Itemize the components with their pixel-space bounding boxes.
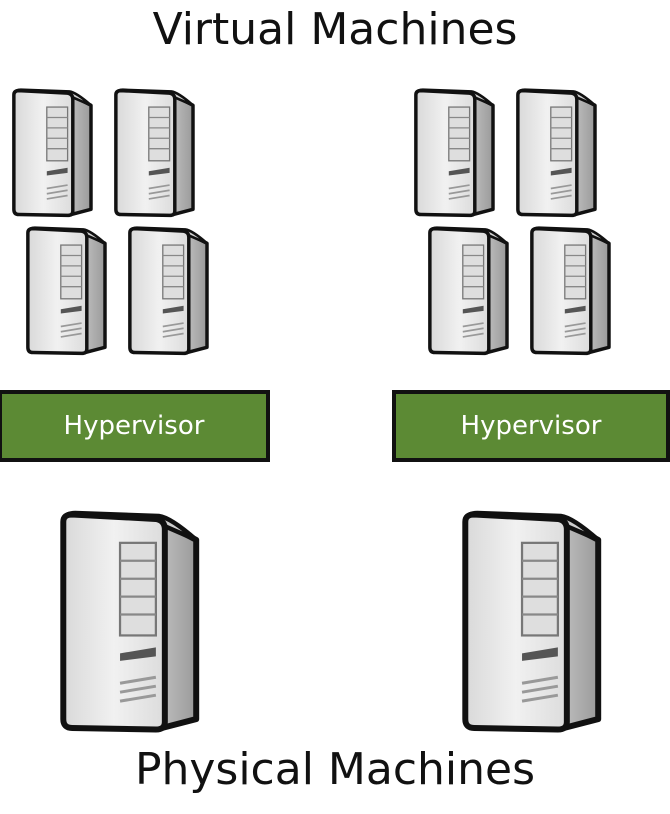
physical-machines-label: Physical Machines	[134, 744, 536, 795]
hypervisor-box-right: Hypervisor	[392, 390, 670, 462]
virtual-machine-server-icon	[114, 88, 195, 218]
virtual-machine-server-icon	[128, 226, 209, 356]
virtual-machine-server-icon	[414, 88, 495, 218]
virtual-machine-server-icon	[428, 226, 509, 356]
virtual-machine-server-icon	[516, 88, 597, 218]
physical-server-icon	[456, 510, 606, 734]
hypervisor-label: Hypervisor	[460, 411, 602, 441]
virtual-machine-server-icon	[26, 226, 107, 356]
virtual-machines-label: Virtual Machines	[152, 4, 518, 55]
virtual-machine-server-icon	[530, 226, 611, 356]
hypervisor-box-left: Hypervisor	[0, 390, 270, 462]
hypervisor-label: Hypervisor	[63, 411, 205, 441]
physical-server-icon	[54, 510, 204, 734]
virtual-machine-server-icon	[12, 88, 93, 218]
